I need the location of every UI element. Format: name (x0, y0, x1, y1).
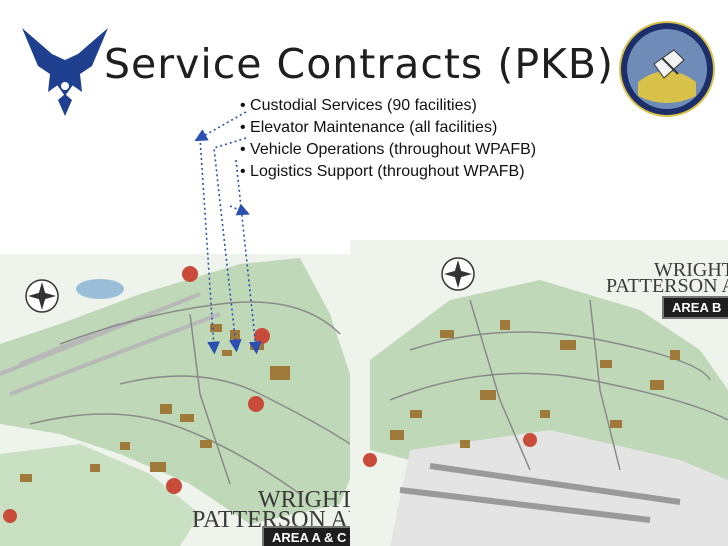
map-title-line1: WRIGHT- (654, 259, 728, 281)
air-force-wings-logo-icon (22, 28, 108, 116)
map-area-b-drawing (350, 240, 728, 546)
page-title: Service Contracts (PKB) (104, 40, 615, 88)
map-title-line1: WRIGHT- (258, 487, 360, 513)
bullet-item: Custodial Services (90 facilities) (240, 95, 536, 117)
bullet-item: Vehicle Operations (throughout WPAFB) (240, 139, 536, 161)
contracting-squadron-badge-icon (619, 21, 715, 117)
map-area-a-c: WRIGHT- PATTERSON AFB AREA A & C (0, 254, 370, 546)
area-label: AREA B (662, 296, 728, 319)
map-title-line2: PATTERSON AFB (606, 275, 728, 297)
area-label: AREA A & C (262, 526, 357, 546)
bullet-item: Elevator Maintenance (all facilities) (240, 117, 536, 139)
bullet-item: Logistics Support (throughout WPAFB) (240, 161, 536, 183)
bullet-list: Custodial Services (90 facilities) Eleva… (240, 95, 536, 183)
map-area-b: WRIGHT- PATTERSON AFB AREA B (350, 240, 728, 546)
map-area-a-c-drawing (0, 254, 370, 546)
arrow-logistics (229, 203, 250, 216)
